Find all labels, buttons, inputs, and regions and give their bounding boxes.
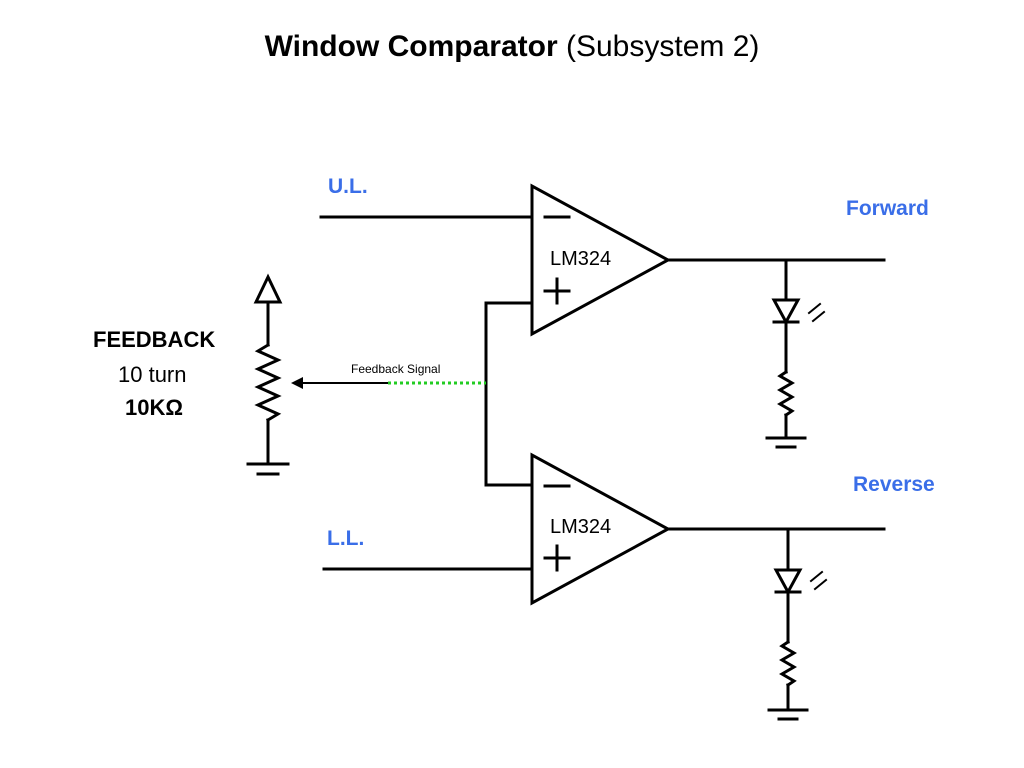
pot-resistor-symbol [254,342,282,423]
upper-limit-label: U.L. [328,175,368,198]
feedback-turns: 10 turn [118,362,187,387]
pot-wiper-arrow [291,377,303,389]
forward-output-label: Forward [846,197,929,220]
opamp-bottom-symbol [530,452,672,606]
feedback-resistance: 10KΩ [125,395,183,420]
vcc-supply-symbol [253,273,283,304]
diagram-title: Window Comparator (Subsystem 2) [0,30,1024,64]
opamp-bottom-label: LM324 [550,516,612,538]
forward-resistor-symbol [777,369,795,418]
reverse-led-ray-2 [813,578,828,591]
feedback-bus-wire [484,301,534,487]
forward-led-ray-1 [807,302,822,315]
forward-led-ray-2 [811,310,826,323]
feedback-heading: FEEDBACK [93,327,216,352]
lower-limit-label: L.L. [327,527,365,550]
title-sub: (Subsystem 2) [566,30,760,63]
forward-led-symbol [771,298,801,326]
feedback-signal-label: Feedback Signal [351,362,441,376]
reverse-output-label: Reverse [853,473,935,496]
reverse-led-symbol [773,568,803,596]
reverse-led-ray-1 [809,570,824,583]
opamp-top-symbol [530,183,672,337]
title-main: Window Comparator [264,30,558,63]
opamp-top-label: LM324 [550,248,612,270]
reverse-resistor-symbol [779,639,797,688]
